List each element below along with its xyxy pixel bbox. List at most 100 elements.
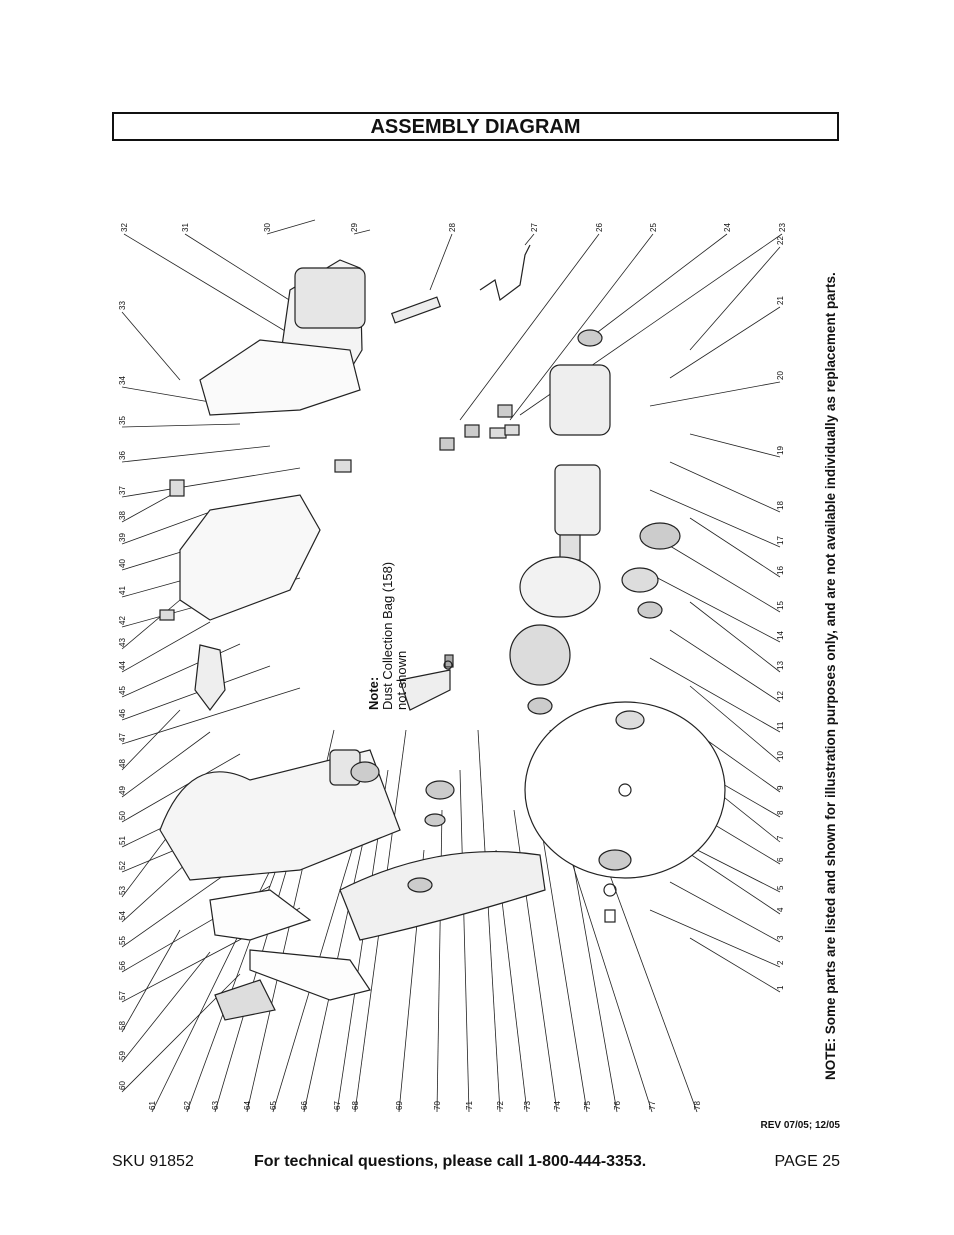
blade	[524, 701, 726, 879]
switch	[169, 479, 185, 497]
part-number-30: 30	[263, 223, 272, 232]
part-number-49: 49	[118, 786, 127, 795]
part-number-25: 25	[649, 223, 658, 232]
part-number-57: 57	[118, 991, 127, 1000]
part-number-16: 16	[776, 566, 785, 575]
part-number-23: 23	[778, 223, 787, 232]
spring-link	[194, 644, 226, 711]
leader-line-17	[649, 489, 781, 548]
armature	[554, 464, 601, 536]
revision-date: REV 07/05; 12/05	[760, 1120, 841, 1131]
leader-line-11	[649, 657, 781, 733]
leader-line-47	[121, 687, 301, 745]
part-number-42: 42	[118, 616, 127, 625]
leader-line-30	[266, 219, 316, 235]
leader-line-37	[121, 467, 301, 498]
gear-housing	[519, 556, 601, 618]
shaft	[559, 534, 581, 561]
part-number-58: 58	[118, 1021, 127, 1030]
leader-line-44	[121, 621, 211, 673]
leader-line-46	[121, 665, 271, 721]
leader-line-48	[121, 709, 181, 771]
part-number-34: 34	[118, 376, 127, 385]
part-number-59: 59	[118, 1051, 127, 1060]
part-number-37: 37	[118, 486, 127, 495]
part-number-28: 28	[448, 223, 457, 232]
leader-line-59	[121, 951, 211, 1063]
note-line-1: Dust Collection Bag (158)	[380, 562, 395, 710]
note-group: Note: Dust Collection Bag (158) not show…	[366, 562, 409, 710]
leader-line-31	[184, 233, 306, 311]
leader-line-1	[689, 937, 781, 993]
sku-number: SKU 91852	[112, 1153, 194, 1170]
bearing-2	[637, 601, 663, 619]
leader-line-13	[689, 601, 781, 673]
part-number-73: 73	[523, 1101, 532, 1110]
part-number-78: 78	[693, 1101, 702, 1110]
leader-line-32	[123, 233, 301, 341]
scale-plate	[214, 979, 276, 1021]
part-number-48: 48	[118, 759, 127, 768]
leader-line-58	[121, 929, 181, 1033]
leader-line-4	[689, 853, 781, 915]
part-number-54: 54	[118, 911, 127, 920]
part-number-56: 56	[118, 961, 127, 970]
flange-1	[615, 710, 645, 730]
gear	[639, 522, 681, 550]
part-number-47: 47	[118, 733, 127, 742]
leader-line-43	[121, 599, 181, 650]
leader-line-36	[121, 445, 271, 463]
leader-line-16	[689, 517, 781, 578]
small-bearing	[424, 813, 446, 827]
leader-line-20	[649, 381, 781, 407]
part-number-75: 75	[583, 1101, 592, 1110]
leader-line-39	[121, 511, 211, 545]
leader-line-60	[121, 973, 241, 1093]
handle-frame	[199, 339, 361, 416]
leader-line-29	[353, 229, 371, 235]
part-number-44: 44	[118, 661, 127, 670]
motor-cap	[294, 267, 366, 329]
part-number-41: 41	[118, 586, 127, 595]
part-number-32: 32	[120, 223, 129, 232]
leader-line-25	[509, 233, 654, 421]
fan	[509, 624, 571, 686]
part-number-65: 65	[269, 1101, 278, 1110]
leader-line-21	[669, 306, 781, 379]
leader-line-34	[121, 386, 211, 403]
part-number-6: 6	[776, 857, 785, 862]
part-number-35: 35	[118, 416, 127, 425]
leader-line-35	[121, 423, 241, 428]
part-number-46: 46	[118, 709, 127, 718]
leader-line-3	[669, 881, 781, 943]
part-number-14: 14	[776, 631, 785, 640]
part-number-11: 11	[776, 721, 785, 730]
leader-line-77	[567, 849, 653, 1113]
part-number-64: 64	[243, 1101, 252, 1110]
part-number-17: 17	[776, 536, 785, 545]
lever	[159, 609, 175, 621]
blade-hole	[618, 783, 632, 797]
flange-2	[621, 567, 659, 593]
part-number-67: 67	[333, 1101, 342, 1110]
part-number-72: 72	[496, 1101, 505, 1110]
part-number-4: 4	[776, 907, 785, 912]
leader-line-19	[689, 433, 781, 458]
leader-line-50	[121, 753, 241, 823]
leader-line-28	[429, 233, 453, 291]
inner-flange	[598, 849, 632, 871]
note-label: Note:	[366, 677, 381, 710]
spring	[443, 660, 453, 670]
leader-line-24	[589, 233, 728, 339]
part-number-53: 53	[118, 886, 127, 895]
leader-line-22	[689, 246, 781, 351]
tech-support-text: For technical questions, please call 1-8…	[254, 1153, 647, 1170]
leader-line-10	[689, 685, 781, 763]
part-number-2: 2	[776, 960, 785, 965]
part-number-63: 63	[211, 1101, 220, 1110]
leader-line-70	[436, 809, 443, 1113]
leader-line-49	[121, 731, 211, 798]
part-number-31: 31	[181, 223, 190, 232]
part-number-45: 45	[118, 686, 127, 695]
